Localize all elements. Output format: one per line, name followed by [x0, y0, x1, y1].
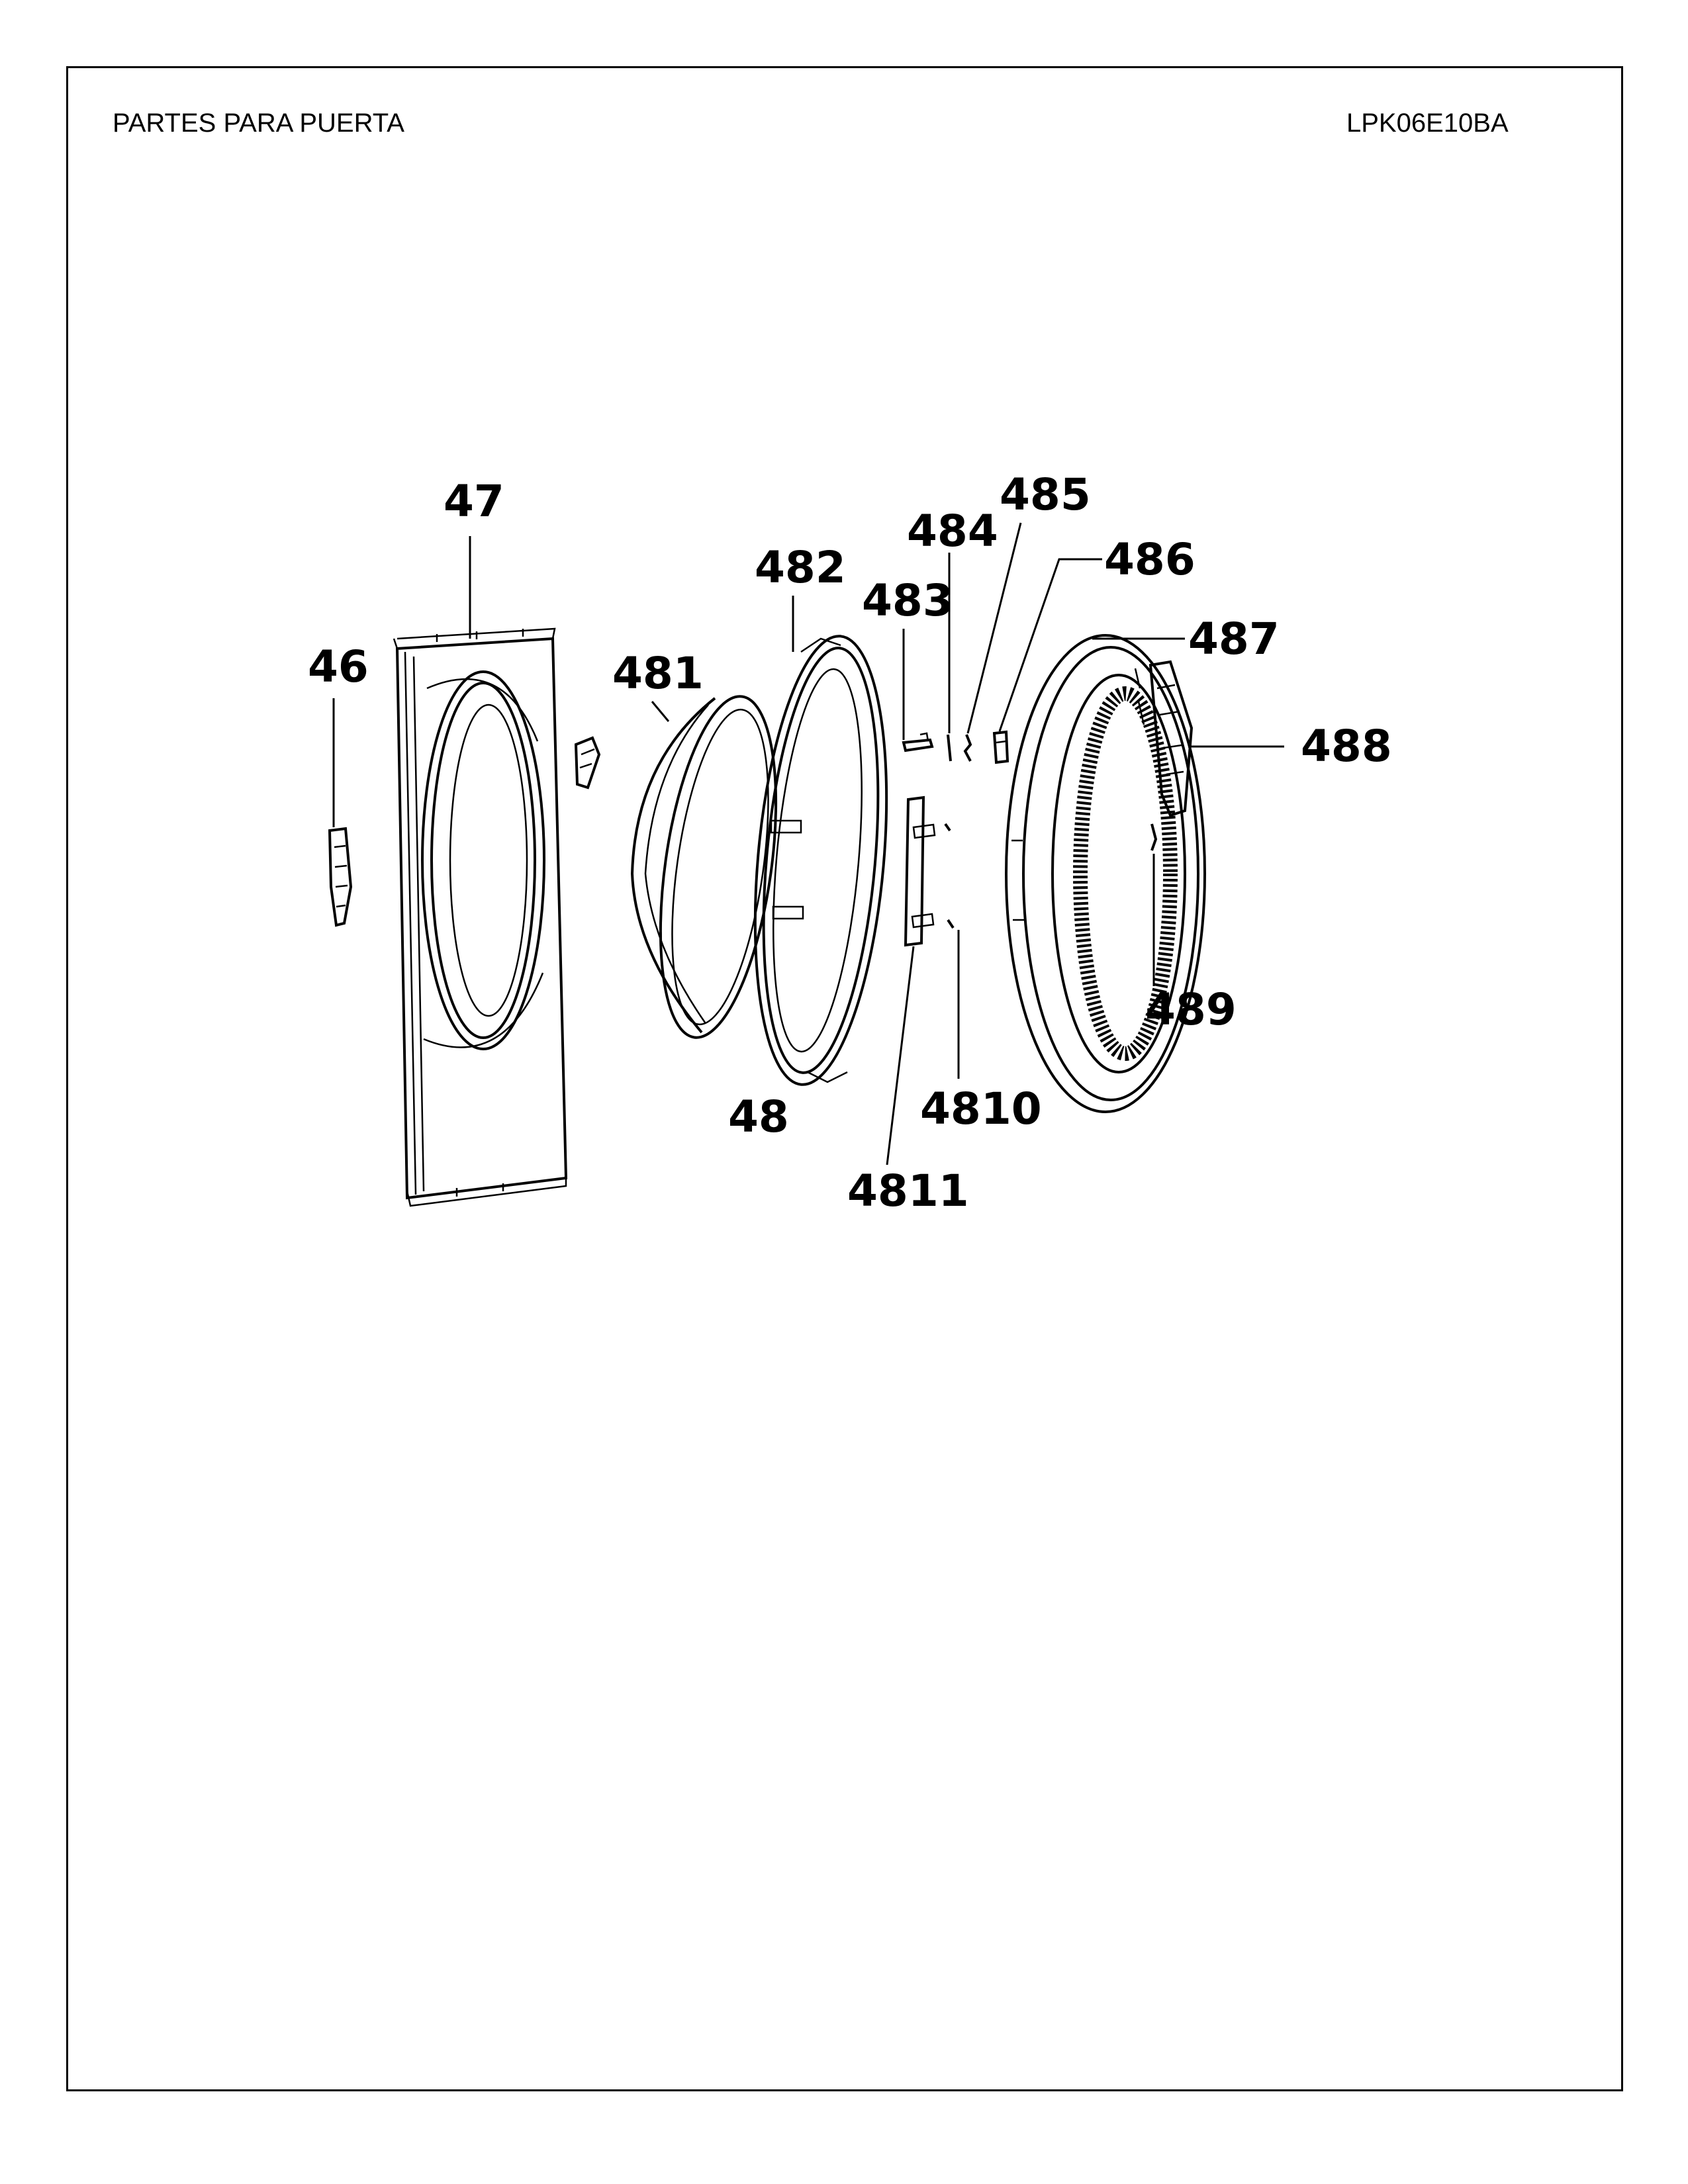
callout-46: 46 — [308, 641, 369, 692]
callout-4811: 4811 — [847, 1165, 969, 1216]
part-481-glass-bowl — [630, 695, 778, 1039]
callout-labels: 46 47 48 481 482 483 484 485 486 487 488… — [308, 469, 1392, 1216]
callout-487: 487 — [1188, 614, 1280, 664]
part-484-pin — [947, 734, 952, 762]
callout-482: 482 — [755, 542, 846, 593]
part-482-inner-frame — [753, 635, 888, 1086]
part-46-hinge — [328, 827, 353, 927]
model-number: LPK06E10BA — [1346, 109, 1509, 138]
callout-47: 47 — [444, 476, 504, 527]
part-4810-screw — [944, 823, 955, 929]
callout-481: 481 — [612, 648, 704, 699]
part-483-latch — [902, 732, 934, 752]
part-486-catch — [992, 730, 1009, 764]
diagram-title: PARTES PARA PUERTA — [113, 109, 404, 138]
part-488-handle — [1134, 660, 1194, 817]
page-border — [66, 66, 1623, 2091]
part-487-outer-ring — [1005, 634, 1206, 1113]
callout-4810: 4810 — [920, 1083, 1042, 1134]
part-489-clip — [1150, 823, 1158, 851]
callout-489: 489 — [1145, 984, 1237, 1035]
callout-488: 488 — [1301, 721, 1392, 772]
callout-485: 485 — [1000, 469, 1091, 520]
callout-484: 484 — [907, 506, 998, 557]
leader-lines — [332, 522, 1284, 1165]
callout-48: 48 — [728, 1091, 789, 1142]
part-4811-hinge-bracket — [904, 796, 936, 947]
part-485-spring — [963, 734, 972, 762]
callout-486: 486 — [1104, 534, 1196, 585]
part-47-front-panel — [393, 627, 601, 1207]
callout-483: 483 — [862, 575, 953, 626]
